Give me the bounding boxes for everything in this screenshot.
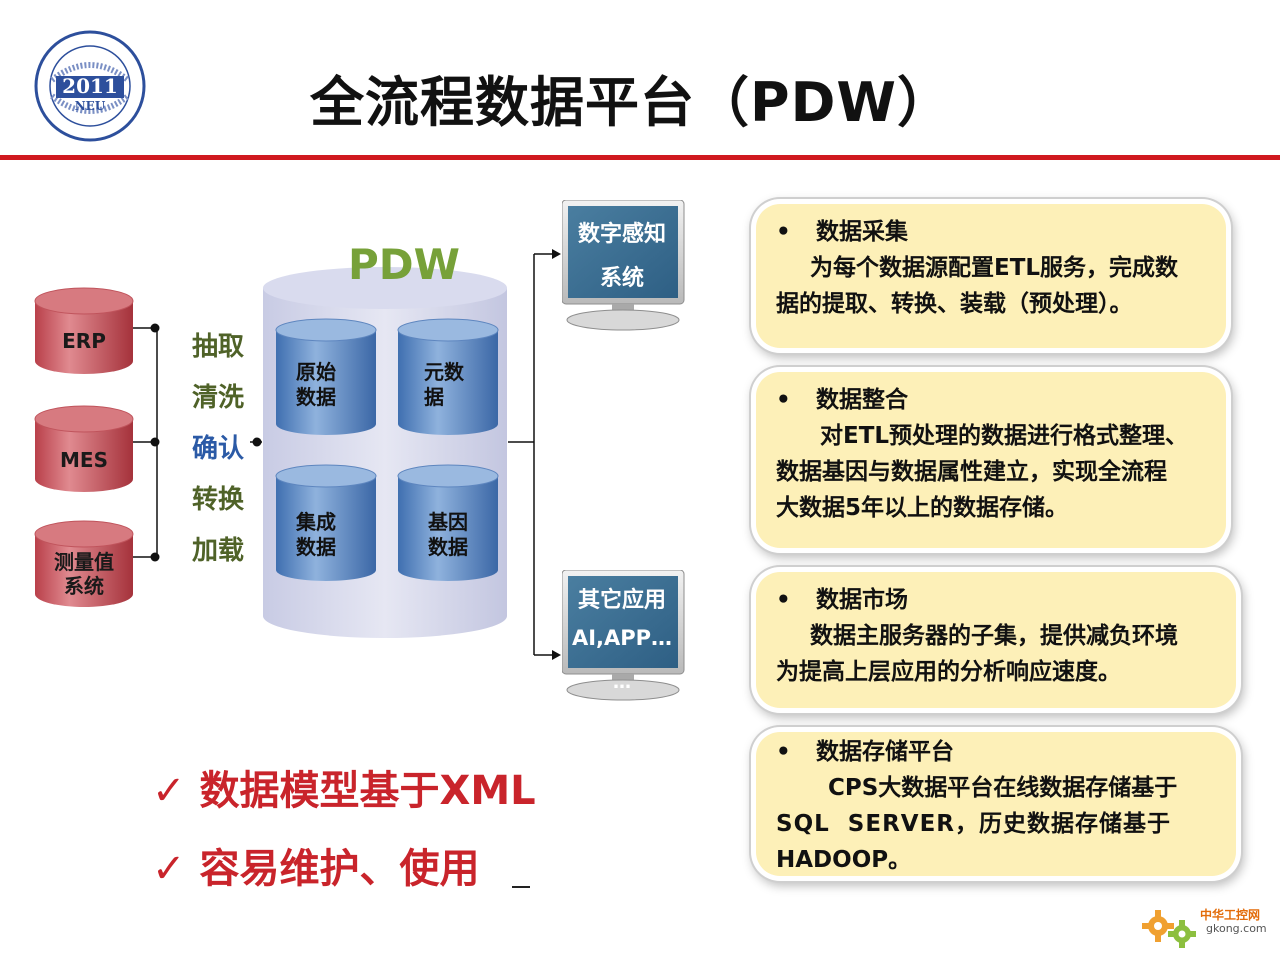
source-measurement-system: 测量值 系统 xyxy=(34,520,134,608)
header-divider xyxy=(0,155,1280,160)
info-box-data-integration: • 数据整合 对ETL预处理的数据进行格式整理、 数据基因与数据属性建立，实现全流… xyxy=(756,372,1226,548)
feature-xml-model: ✓ 数据模型基于XML xyxy=(152,758,536,816)
step-extract: 抽取 xyxy=(192,332,245,362)
info-body-line: HADOOP。 xyxy=(776,847,912,873)
info-body-line: 对ETL预处理的数据进行格式整理、 xyxy=(820,423,1189,449)
database-cylinder-icon xyxy=(34,405,134,492)
bullet-icon: • xyxy=(776,587,791,613)
store-label: 元数 据 xyxy=(424,360,464,409)
store-label: 原始 数据 xyxy=(296,360,336,409)
info-title: 数据市场 xyxy=(816,587,908,613)
bullet-icon: • xyxy=(776,219,791,245)
warehouse-cylinder-icon xyxy=(263,267,507,638)
info-title: 数据存储平台 xyxy=(816,739,954,765)
monitor-line1: 其它应用 xyxy=(577,588,666,613)
info-body-line: 为提高上层应用的分析响应速度。 xyxy=(776,659,1121,685)
monitor-line2: AI,APP… xyxy=(571,626,673,650)
output-digital-perception: 数字感知 系统 xyxy=(561,199,686,334)
step-clean: 清洗 xyxy=(192,383,245,413)
info-title: 数据采集 xyxy=(816,219,908,245)
checkmark-icon: ✓ xyxy=(152,846,186,892)
feature-text: 数据模型基于XML xyxy=(199,768,536,814)
output-other-apps: 其它应用 AI,APP… … xyxy=(561,569,686,704)
source-erp: ERP xyxy=(34,287,134,375)
watermark-en: gkong.com xyxy=(1206,922,1267,935)
gear-icon xyxy=(1142,910,1196,948)
monitor-line1: 数字感知 xyxy=(577,222,666,247)
monitor-icon xyxy=(561,569,685,701)
watermark: 中华工控网 gkong.com xyxy=(1140,902,1270,952)
info-body-line: 数据基因与数据属性建立，实现全流程 xyxy=(776,459,1167,485)
info-body-line: SQL SERVER，历史数据存储基于 xyxy=(776,811,1171,837)
logo-abbr: NEU xyxy=(75,99,106,113)
feature-text: 容易维护、使用 xyxy=(199,846,480,892)
neu-logo-seal: 2011 NEU xyxy=(34,30,146,142)
bullet-icon: • xyxy=(776,387,791,413)
monitor-line2: 系统 xyxy=(599,266,644,291)
database-cylinder-icon xyxy=(34,287,134,374)
step-load: 加载 xyxy=(192,536,245,566)
info-body-line: 大数据5年以上的数据存储。 xyxy=(776,495,1069,521)
watermark-cn: 中华工控网 xyxy=(1200,908,1261,922)
info-body-line: 数据主服务器的子集，提供减负环境 xyxy=(810,623,1178,649)
source-mes: MES xyxy=(34,405,134,493)
step-confirm: 确认 xyxy=(192,434,245,464)
info-box-data-collection: • 数据采集 为每个数据源配置ETL服务，完成数 据的提取、转换、装载（预处理）。 xyxy=(756,204,1226,348)
text-cursor-mark xyxy=(512,886,530,888)
feature-easy-maintenance: ✓ 容易维护、使用 xyxy=(152,836,480,894)
source-label: ERP xyxy=(62,329,106,353)
logo-year: 2011 xyxy=(62,74,118,98)
info-body-line: 据的提取、转换、装载（预处理）。 xyxy=(776,291,1133,317)
info-box-data-market: • 数据市场 数据主服务器的子集，提供减负环境 为提高上层应用的分析响应速度。 xyxy=(756,572,1236,708)
info-body-line: 为每个数据源配置ETL服务，完成数 xyxy=(810,255,1179,281)
pdw-warehouse: 原始 数据 元数 据 集成 数据 基因 数据 xyxy=(262,266,508,640)
monitor-icon xyxy=(561,199,685,331)
bullet-icon: • xyxy=(776,739,791,765)
pdw-label: PDW xyxy=(348,240,460,289)
source-label: 测量值 系统 xyxy=(54,550,114,598)
checkmark-icon: ✓ xyxy=(152,768,186,814)
database-cylinder-icon xyxy=(34,520,134,607)
store-label: 基因 数据 xyxy=(428,510,468,559)
info-title: 数据整合 xyxy=(816,387,908,413)
info-body-line: CPS大数据平台在线数据存储基于 xyxy=(828,775,1178,801)
step-transform: 转换 xyxy=(192,485,245,515)
store-label: 集成 数据 xyxy=(296,510,336,559)
monitor-line3: … xyxy=(613,672,631,693)
page-title: 全流程数据平台（PDW） xyxy=(310,71,952,134)
info-box-storage-platform: • 数据存储平台 CPS大数据平台在线数据存储基于 SQL SERVER，历史数据… xyxy=(756,732,1236,876)
source-label: MES xyxy=(60,448,108,472)
